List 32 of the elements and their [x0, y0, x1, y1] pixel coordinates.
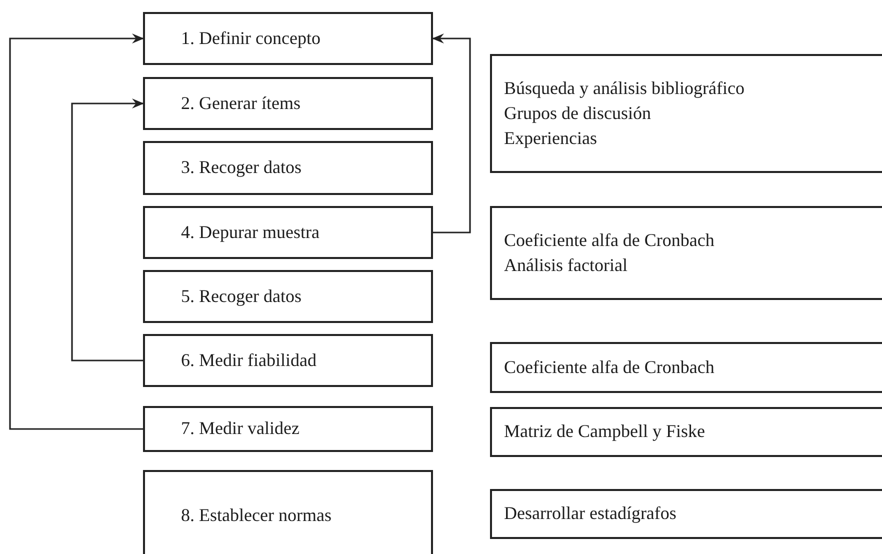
step-box: [143, 141, 433, 195]
arrow: [432, 34, 471, 234]
box-text: 4. Depurar muestra: [181, 220, 320, 244]
box-text: 2. Generar ítems: [181, 92, 302, 115]
box-text: Coeficiente alfa de Cronbach: [504, 228, 716, 252]
step-box: [143, 470, 433, 554]
step-box: [143, 12, 433, 65]
method-box: [490, 206, 882, 300]
box-text: 7. Medir validez: [181, 417, 300, 440]
arrow: [9, 34, 144, 430]
box-text: Desarrollar estadígrafos: [504, 502, 678, 526]
method-box: [490, 54, 882, 173]
box-text: 8. Establecer normas: [181, 504, 332, 528]
step-box: [143, 270, 433, 323]
box-text: 1. Definir concepto: [181, 26, 322, 50]
box-text: Coeficiente alfa de Cronbach: [504, 356, 716, 379]
box-text: Experiencias: [504, 127, 598, 150]
box-text: Búsqueda y análisis bibliográfico: [504, 76, 746, 100]
box-text: 5. Recoger datos: [181, 284, 302, 308]
method-box: [490, 342, 882, 393]
box-text: Matriz de Campbell y Fiske: [504, 420, 706, 444]
box-text: 6. Medir fiabilidad: [181, 348, 318, 372]
step-box: [143, 406, 433, 452]
step-box: [143, 334, 433, 387]
method-box: [490, 407, 882, 457]
box-text: Grupos de discusión: [504, 102, 652, 125]
box-text: Análisis factorial: [504, 254, 628, 277]
box-text: 3. Recoger datos: [181, 156, 302, 180]
step-box: [143, 206, 433, 259]
step-box: [143, 77, 433, 130]
arrow: [71, 98, 144, 362]
method-box: [490, 489, 882, 539]
